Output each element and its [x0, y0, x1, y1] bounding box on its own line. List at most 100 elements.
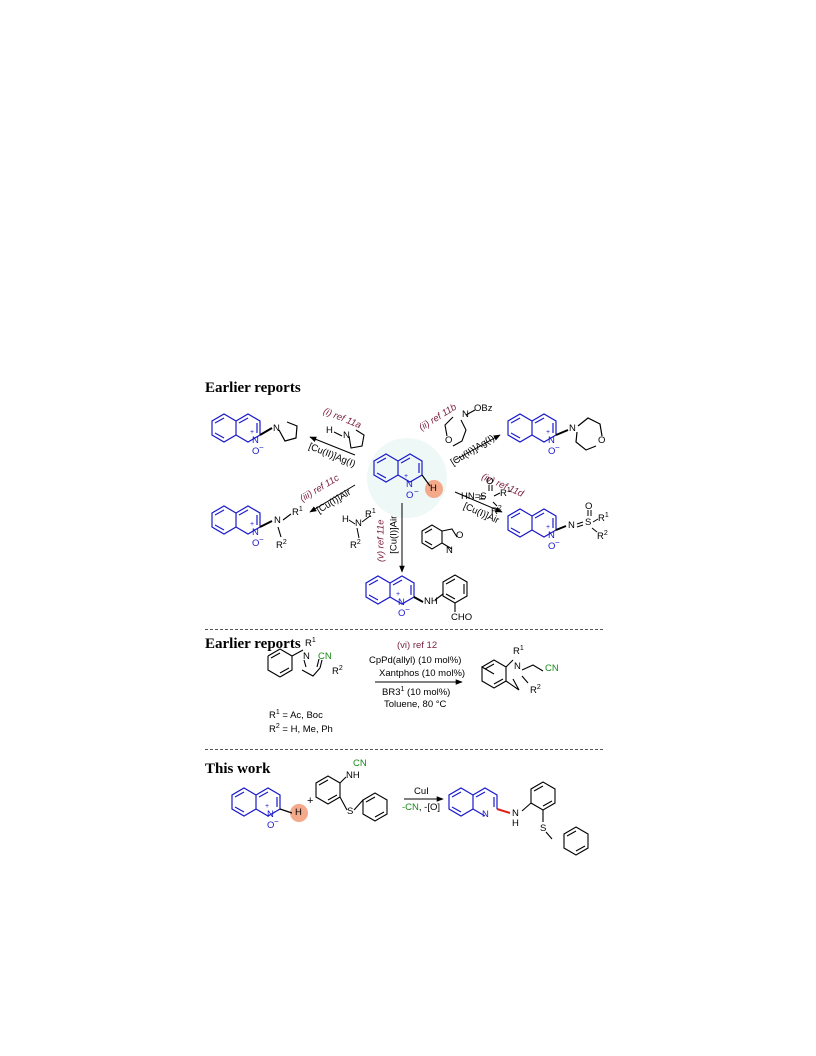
p4-r2-letter: R — [597, 531, 604, 543]
section-2-cond-1: CpPd(allyl) (10 mol%) — [369, 655, 462, 666]
route-v-cond: [Cu(I)]Air — [388, 515, 400, 554]
s3-reagent-nh: NH — [346, 770, 360, 781]
product-2-cn-bond — [555, 429, 569, 436]
p5-nh: NH — [424, 597, 438, 607]
section-2-br3-loading: (10 mol%) — [407, 687, 451, 699]
section-2-product-indoline — [481, 659, 544, 691]
arrow-route-iii — [309, 484, 356, 513]
section-2-cond-2: Xantphos (10 mol%) — [379, 668, 466, 679]
p3-r1-sup: 1 — [298, 506, 303, 513]
route-i-reagent-h: H — [326, 425, 333, 436]
this-work-quinoline-n-oxide — [231, 787, 281, 817]
p4-so: O — [585, 501, 593, 512]
section-2-note-r2-values: = H, Me, Ph — [282, 724, 333, 736]
route-iii-r2-sup: 2 — [356, 539, 361, 546]
p4-s: S — [585, 517, 592, 528]
p4-plus: + — [546, 524, 551, 531]
section-2-note-r1-values: = Ac, Boc — [282, 710, 323, 722]
route-iii-reagent-bonds — [348, 515, 371, 539]
section-2-br3: BR3 — [382, 687, 401, 699]
p3-r1: R1 — [292, 506, 303, 518]
p3-o-label: O — [252, 538, 260, 549]
section-2-sm-r1: R1 — [305, 637, 316, 649]
center-h-label: H — [430, 483, 437, 494]
center-minus: − — [414, 487, 419, 496]
section-2-cond-3: BR31 (10 mol%) — [382, 686, 450, 698]
p4-imine-n: N — [568, 520, 575, 531]
p4-n-label: N — [548, 530, 555, 541]
route-ii-reagent-morpholine — [444, 409, 476, 447]
section-2-prod-r1: R1 — [513, 645, 524, 657]
p5-nh-n: N — [424, 596, 431, 607]
section-2-starting-material — [267, 648, 323, 678]
s3-sm-o: O — [267, 820, 275, 831]
p5-minus: − — [405, 605, 410, 614]
section-header-this-work: This work — [205, 761, 271, 777]
section-2-sm-r2-letter: R — [332, 666, 339, 678]
p4-o-label: O — [548, 541, 556, 552]
route-i-reagent-n: N — [343, 430, 350, 441]
s3-sm-n: N — [267, 809, 274, 820]
route-iii-r1: R1 — [365, 508, 376, 520]
anthranil-o: O — [456, 530, 464, 541]
p2-morph-o: O — [598, 435, 606, 446]
section-2-prod-cn: CN — [545, 663, 559, 674]
section-2-note-r2: R2 = H, Me, Ph — [269, 723, 333, 735]
s3-sm-minus: − — [274, 817, 279, 826]
arrow-route-iv — [454, 491, 503, 513]
section-2-ref: (vi) ref 12 — [397, 640, 438, 651]
p3-r1-letter: R — [292, 507, 299, 519]
p4-r1-letter: R — [598, 513, 605, 525]
p5-cho: CHO — [451, 612, 473, 623]
product-3-amine-bonds — [277, 513, 292, 538]
p4-r1-sup: 1 — [604, 512, 609, 519]
s3-prod-s: S — [540, 823, 547, 834]
s3-cond-o: , -[O] — [418, 802, 441, 813]
section-2-sm-r2: R2 — [332, 665, 343, 677]
center-h-bond — [421, 474, 431, 487]
this-work-product-aryl-sulfide — [521, 781, 589, 856]
center-highlight-glow — [367, 438, 447, 518]
center-o-label: O — [406, 490, 414, 501]
p1-n-label: N — [252, 435, 259, 446]
center-n-label: N — [406, 479, 413, 490]
s3-reagent-s: S — [347, 806, 354, 817]
route-iv-reagent-bonds — [479, 485, 501, 507]
section-2-prod-r2-sup: 2 — [536, 684, 541, 691]
product-2-morpholine — [575, 417, 603, 451]
p3-r2: R2 — [276, 539, 287, 551]
p3-n-label: N — [252, 527, 259, 538]
route-iv-r2-letter: R — [491, 506, 498, 518]
route-iii-reagent-h: H — [342, 514, 349, 525]
center-plus: + — [404, 473, 409, 480]
this-work-h-bond — [279, 808, 293, 814]
this-work-h-highlight — [290, 804, 308, 822]
s3-sm-plus: + — [265, 803, 270, 810]
p3-r2-letter: R — [276, 540, 283, 552]
this-work-product-quinoline — [448, 787, 498, 817]
route-iv-r1-letter: R — [500, 488, 507, 500]
route-iii-reagent-n: N — [355, 518, 362, 529]
section-2-prod-r2: R2 — [530, 684, 541, 696]
p3-r2-sup: 2 — [282, 539, 287, 546]
section-2-prod-r1-sup: 1 — [519, 645, 524, 652]
p4-r1: R1 — [598, 512, 609, 524]
p1-minus: − — [259, 443, 264, 452]
route-ii-reagent-o: O — [445, 435, 453, 446]
section-2-prod-r2-letter: R — [530, 685, 537, 697]
route-iv-reagent: HN=S — [461, 491, 487, 502]
p2-o-label: O — [548, 446, 556, 457]
p5-nh-h: H — [430, 596, 438, 607]
s3-sm-h: H — [295, 807, 302, 818]
p2-n-label: N — [548, 435, 555, 446]
route-iv-r2: R2 — [491, 505, 502, 517]
section-2-cond-4: Toluene, 80 °C — [384, 699, 447, 710]
section-2-sm-r1-sup: 1 — [311, 637, 316, 644]
route-iii-r1-letter: R — [365, 509, 372, 521]
p4-r2: R2 — [597, 530, 608, 542]
route-iii-r1-sup: 1 — [371, 508, 376, 515]
p2-minus: − — [555, 443, 560, 452]
p3-plus: + — [250, 521, 255, 528]
